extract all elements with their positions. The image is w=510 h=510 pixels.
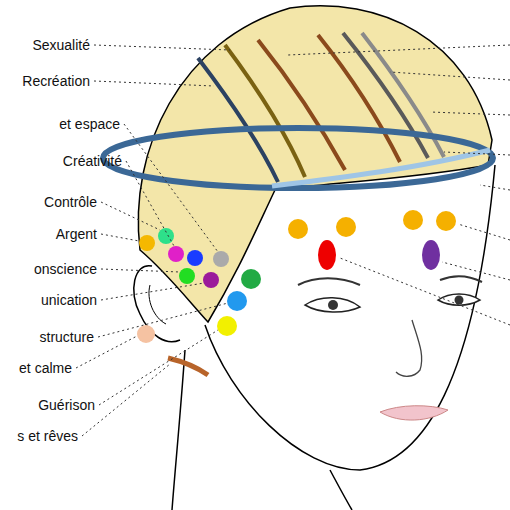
leader-line xyxy=(101,234,139,241)
point xyxy=(179,268,195,284)
point xyxy=(422,240,440,270)
stripe xyxy=(343,33,428,158)
point xyxy=(168,246,184,262)
point xyxy=(288,219,308,239)
leader-lines-right xyxy=(288,45,510,325)
pupil xyxy=(455,296,464,305)
point-label: Contrôle xyxy=(44,193,97,211)
point xyxy=(241,269,261,289)
leader-line xyxy=(82,364,170,436)
neck-point xyxy=(168,358,208,375)
point xyxy=(318,240,336,270)
point-label: Recréation xyxy=(22,72,90,90)
lips xyxy=(380,406,448,420)
light-band xyxy=(272,150,490,186)
stripe xyxy=(225,45,305,177)
point xyxy=(227,291,247,311)
point-label: unication xyxy=(41,291,97,309)
point-label: Créativité xyxy=(63,152,122,170)
point xyxy=(187,250,203,266)
point xyxy=(203,272,219,288)
leader-line xyxy=(94,45,230,50)
neck-outline xyxy=(172,350,185,510)
leader-line xyxy=(124,124,218,252)
leader-line xyxy=(101,283,204,300)
neck-outline xyxy=(330,470,352,510)
point-label: et calme xyxy=(19,359,72,377)
point xyxy=(137,325,155,343)
stripe xyxy=(198,58,278,182)
nose xyxy=(396,320,422,376)
ear-detail xyxy=(149,285,166,324)
leader-line xyxy=(99,330,218,405)
head-band xyxy=(103,128,493,188)
leader-lines-left xyxy=(76,45,230,436)
point xyxy=(336,217,356,237)
leader-line xyxy=(101,269,180,272)
eyebrow xyxy=(298,278,360,285)
point-label: Argent xyxy=(56,225,97,243)
point-label: Guérison xyxy=(38,396,95,414)
point-label: s et rêves xyxy=(17,427,78,445)
point-label: et espace xyxy=(59,115,120,133)
eye xyxy=(305,298,360,312)
leader-line xyxy=(94,81,214,86)
point xyxy=(158,228,174,244)
point-label: onscience xyxy=(34,260,97,278)
point xyxy=(403,210,423,230)
pupil xyxy=(328,300,338,310)
stripe xyxy=(258,40,345,170)
leader-line xyxy=(98,303,228,337)
hair xyxy=(138,6,492,322)
point xyxy=(217,316,237,336)
point-label: structure xyxy=(40,328,94,346)
eyebrow xyxy=(440,276,482,282)
point xyxy=(436,211,456,231)
leader-line xyxy=(101,202,160,230)
leader-line xyxy=(126,161,174,246)
point xyxy=(139,235,155,251)
point-label: Sexualité xyxy=(32,36,90,54)
point xyxy=(213,251,229,267)
